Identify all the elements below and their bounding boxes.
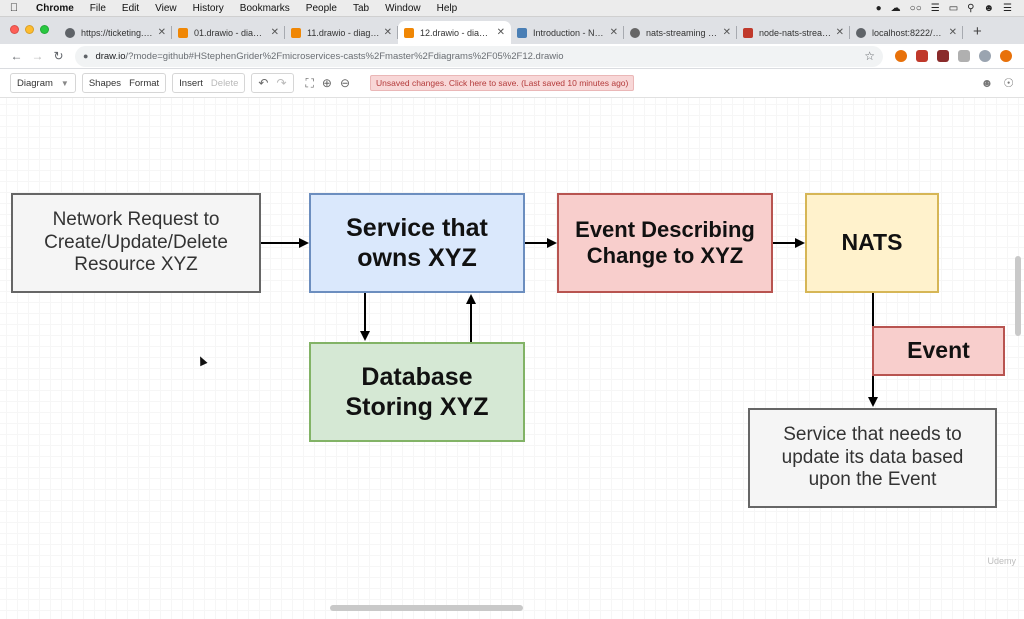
network-request-node[interactable]: Network Request to Create/Update/Delete …	[11, 193, 261, 293]
close-tab-icon[interactable]: ✕	[835, 27, 844, 38]
event-describing-node[interactable]: Event Describing Change to XYZ	[557, 193, 773, 293]
minimize-window-button[interactable]	[25, 25, 34, 34]
record-icon[interactable]: ●	[875, 2, 882, 14]
forward-arrow-icon[interactable]: →	[31, 49, 44, 63]
user-icon[interactable]: ☻	[983, 2, 995, 14]
diagram-canvas[interactable]: Network Request to Create/Update/Delete …	[0, 98, 1024, 619]
drawio-toolbar: Diagram ▼ Shapes Format Insert Delete ↶ …	[0, 69, 1024, 98]
event-label-node[interactable]: Event	[872, 326, 1005, 376]
back-arrow-icon[interactable]: ←	[10, 49, 23, 63]
fit-page-icon[interactable]: ⛶	[305, 75, 314, 90]
bookmark-star-icon[interactable]: ☆	[864, 49, 875, 63]
wifi-icon[interactable]: ☰	[930, 2, 940, 14]
url-host: draw.io	[95, 50, 126, 62]
docker-icon	[630, 27, 640, 38]
unsaved-changes-banner[interactable]: Unsaved changes. Click here to save. (La…	[370, 75, 635, 91]
diagram-menu-button[interactable]: Diagram ▼	[10, 73, 76, 93]
cloud-icon[interactable]: ☁	[890, 2, 901, 14]
reload-icon[interactable]: ↻	[53, 49, 64, 63]
macos-menubar:  Chrome File Edit View History Bookmark…	[0, 0, 1024, 17]
drawio-icon	[291, 27, 301, 38]
browser-tab-active[interactable]: 12.drawio - diagrams✕	[398, 21, 511, 44]
menu-view[interactable]: View	[155, 2, 177, 14]
close-tab-icon[interactable]: ✕	[270, 27, 279, 38]
extension-icon[interactable]	[916, 50, 928, 62]
close-tab-icon[interactable]: ✕	[722, 27, 731, 38]
status-icons: ● ☁ ○○ ☰ ▭ ⚲ ☻ ☰	[876, 3, 1024, 14]
apple-icon[interactable]: 	[0, 2, 28, 14]
close-tab-icon[interactable]: ✕	[948, 27, 957, 38]
toolbar-right: ☻ ☉	[981, 76, 1024, 90]
service-owns-node[interactable]: Service that owns XYZ	[309, 193, 525, 293]
horizontal-scrollbar[interactable]	[330, 605, 523, 611]
url-field[interactable]: ● draw.io/?mode=github#HStephenGrider%2F…	[75, 45, 883, 67]
search-icon[interactable]: ⚲	[967, 2, 975, 14]
zoom-in-icon[interactable]: ⊕	[321, 76, 332, 90]
globe-icon	[856, 27, 866, 38]
lock-icon: ●	[83, 51, 89, 61]
window-controls	[0, 25, 59, 44]
udemy-watermark: Udemy	[987, 556, 1016, 566]
extension-icon[interactable]	[895, 50, 907, 62]
subscriber-service-node[interactable]: Service that needs to update its data ba…	[748, 408, 997, 508]
menu-tab[interactable]: Tab	[352, 2, 370, 14]
nats-node[interactable]: NATS	[805, 193, 939, 293]
redo-icon[interactable]: ↷	[276, 76, 287, 90]
undo-redo-group: ↶ ↷	[251, 73, 294, 93]
menu-window[interactable]: Window	[385, 2, 421, 14]
menu-people[interactable]: People	[305, 2, 337, 14]
browser-tab[interactable]: 01.drawio - diagrams✕	[172, 21, 285, 44]
address-bar-row: ← → ↻ ● draw.io/?mode=github#HStephenGri…	[0, 44, 1024, 69]
notification-center-icon[interactable]: ☰	[1003, 2, 1012, 14]
zoom-window-button[interactable]	[40, 25, 49, 34]
extension-icons	[895, 50, 1012, 62]
close-tab-icon[interactable]: ✕	[157, 27, 166, 38]
close-tab-icon[interactable]: ✕	[496, 27, 505, 38]
close-window-button[interactable]	[10, 25, 19, 34]
menu-app-name[interactable]: Chrome	[36, 2, 74, 14]
vertical-scrollbar[interactable]	[1015, 256, 1021, 336]
browser-tab[interactable]: 11.drawio - diagrams✕	[285, 21, 398, 44]
extension-icon[interactable]	[1000, 50, 1012, 62]
drawio-icon	[178, 27, 188, 38]
menu-edit[interactable]: Edit	[121, 2, 140, 14]
zoom-group: ⛶ ⊕ ⊖	[300, 73, 357, 93]
zoom-out-icon[interactable]: ⊖	[339, 76, 351, 90]
extension-icon[interactable]	[958, 50, 970, 62]
browser-tab[interactable]: nats-streaming - Docker✕	[624, 21, 737, 44]
delete-button[interactable]: Delete	[210, 77, 239, 89]
insert-delete-group: Insert Delete	[172, 73, 246, 93]
menu-bookmarks[interactable]: Bookmarks	[239, 2, 290, 14]
panels-group: Shapes Format	[81, 73, 167, 93]
npm-icon	[743, 27, 753, 38]
close-tab-icon[interactable]: ✕	[383, 27, 392, 38]
menu-help[interactable]: Help	[436, 2, 458, 14]
browser-tab[interactable]: node-nats-streaming✕	[737, 21, 850, 44]
diagram-menu-label: Diagram	[17, 77, 53, 89]
language-globe-icon[interactable]: ☉	[1003, 76, 1014, 90]
browser-tab[interactable]: https://ticketing.dev✕	[59, 21, 172, 44]
menu-file[interactable]: File	[89, 2, 106, 14]
chevron-down-icon: ▼	[60, 78, 69, 88]
profile-avatar[interactable]	[979, 50, 991, 62]
browser-tab[interactable]: Introduction - NATS✕	[511, 21, 624, 44]
url-path: /?mode=github#HStephenGrider%2Fmicroserv…	[125, 50, 564, 62]
share-user-icon[interactable]: ☻	[980, 76, 994, 90]
nats-docs-icon	[517, 27, 527, 38]
undo-icon[interactable]: ↶	[258, 76, 269, 90]
browser-tab[interactable]: localhost:8222/streaming✕	[850, 21, 963, 44]
globe-icon	[65, 27, 75, 38]
extension-icon[interactable]	[937, 50, 949, 62]
shapes-button[interactable]: Shapes	[88, 77, 122, 89]
menu-history[interactable]: History	[192, 2, 224, 14]
insert-button[interactable]: Insert	[179, 77, 203, 89]
format-button[interactable]: Format	[129, 77, 160, 89]
battery-icon[interactable]: ▭	[948, 2, 959, 14]
browser-tab-strip: https://ticketing.dev✕ 01.drawio - diagr…	[0, 17, 1024, 44]
drawio-icon	[404, 27, 414, 38]
new-tab-icon[interactable]: +	[973, 23, 982, 40]
close-tab-icon[interactable]: ✕	[609, 27, 618, 38]
glasses-icon[interactable]: ○○	[909, 2, 922, 14]
database-node[interactable]: Database Storing XYZ	[309, 342, 525, 442]
